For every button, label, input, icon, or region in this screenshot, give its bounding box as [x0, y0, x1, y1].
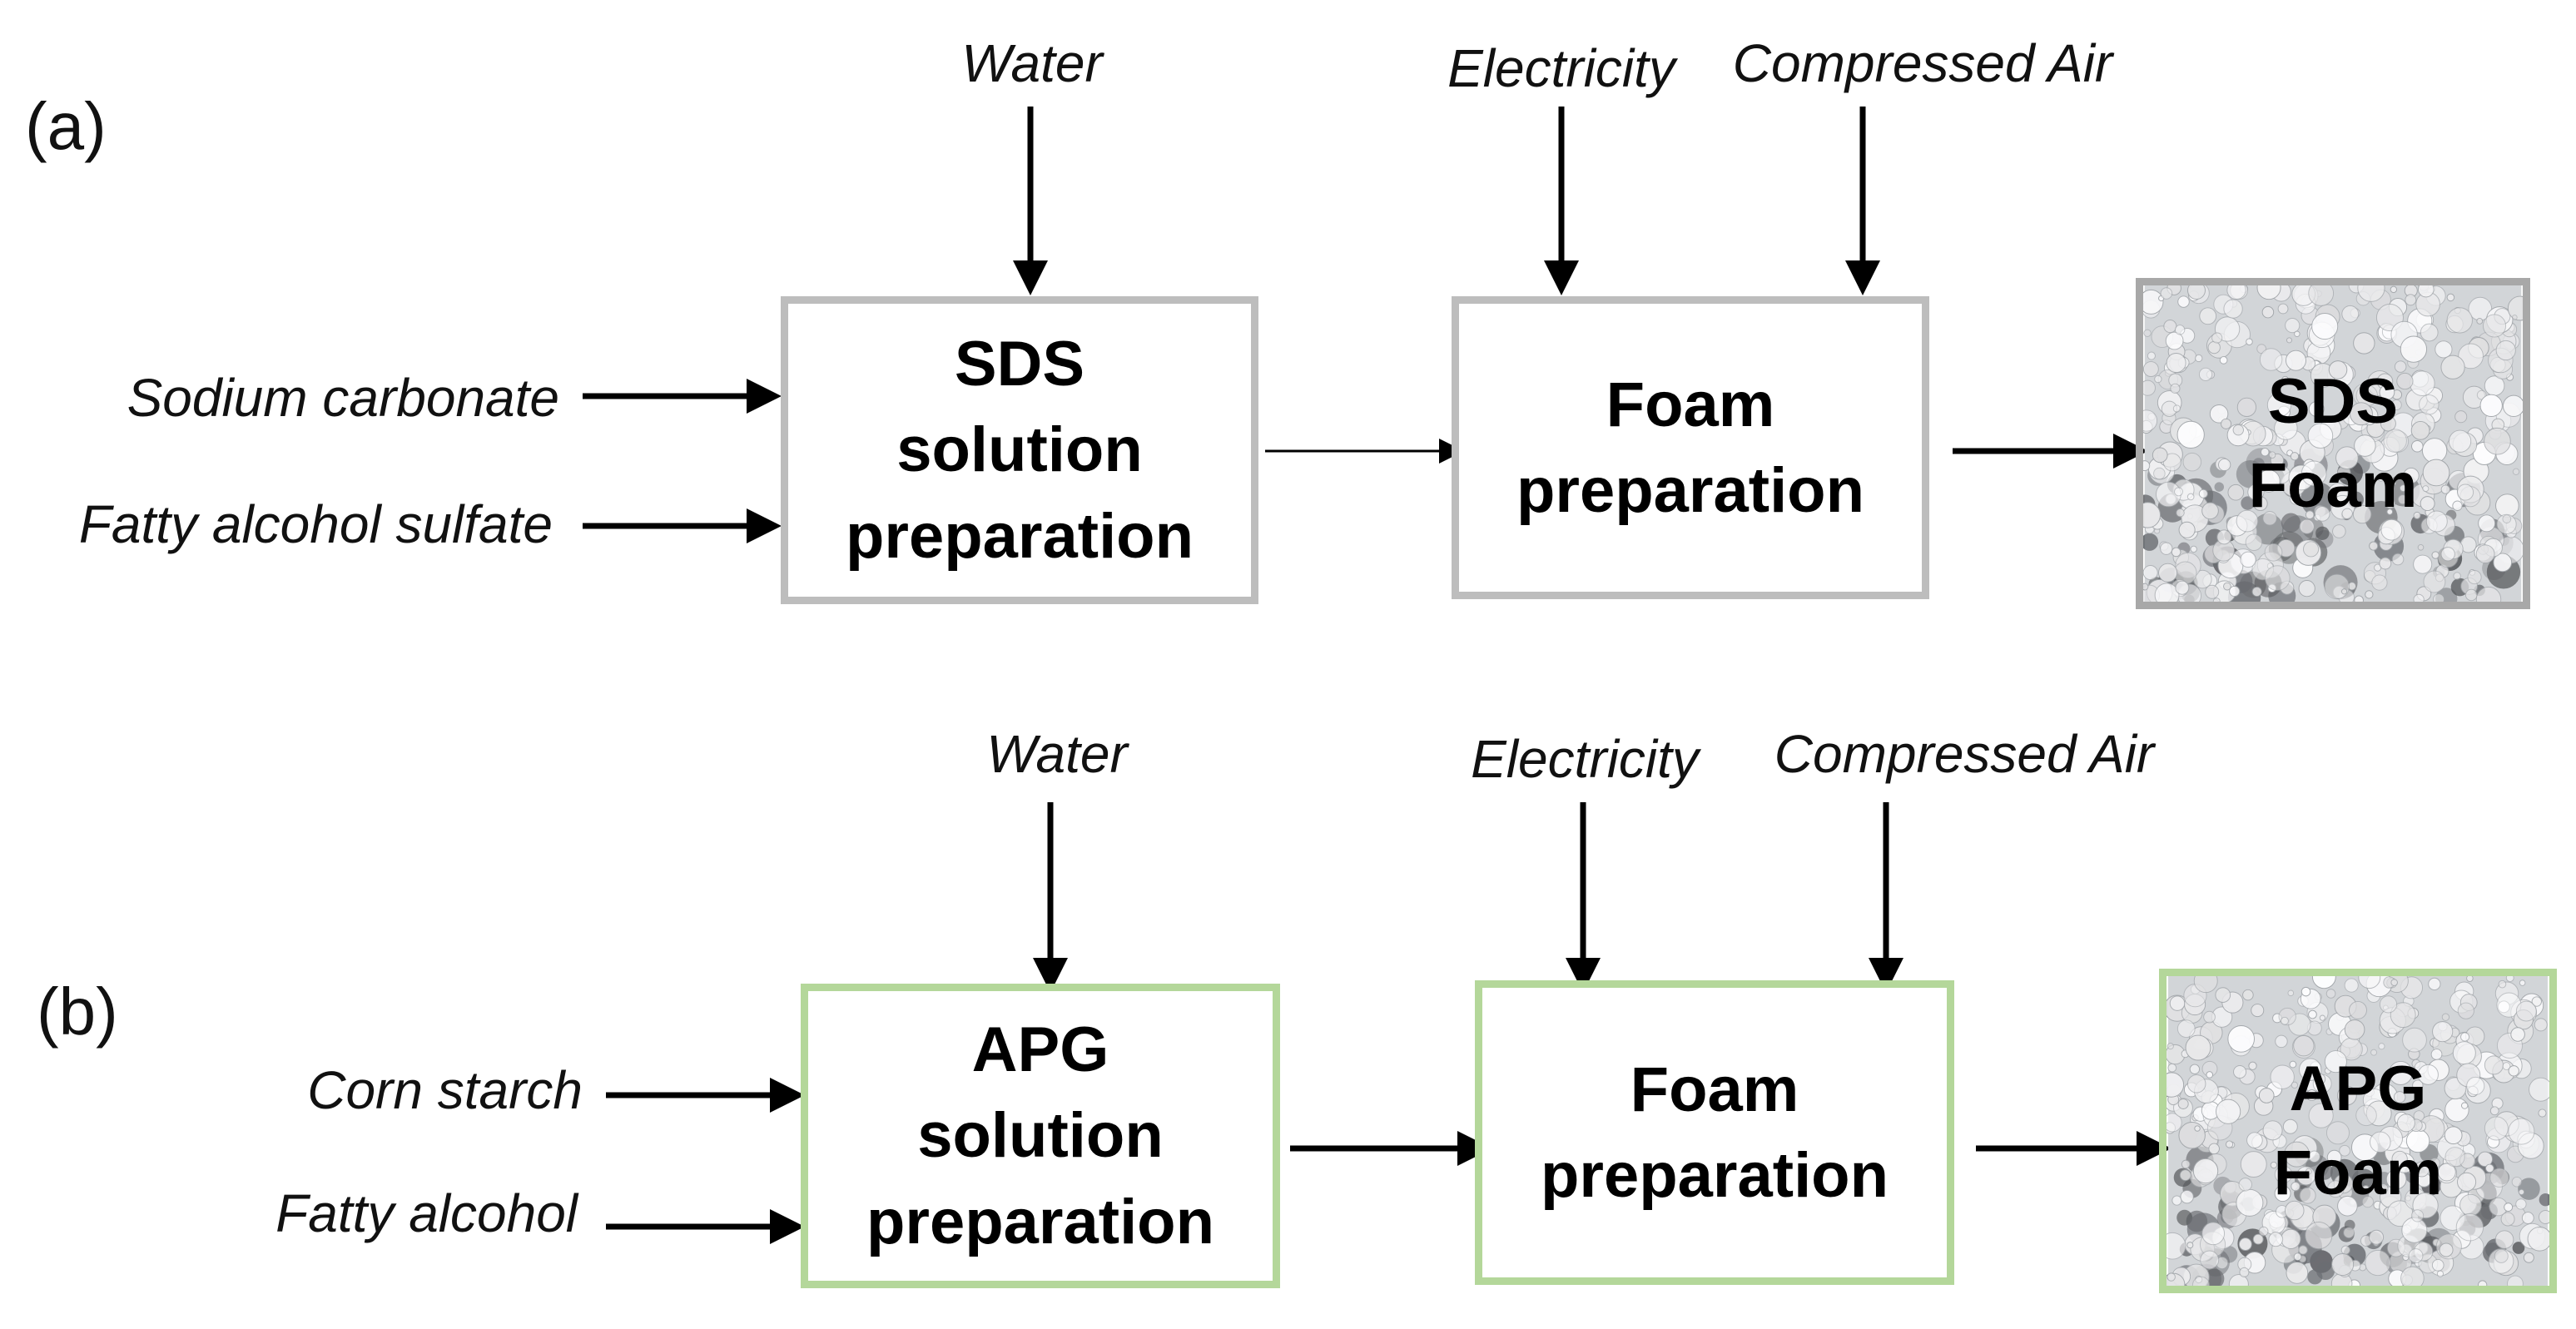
foam-preparation-box-b: Foam preparation	[1475, 980, 1954, 1285]
foam-preparation-text-a: Foam preparation	[1516, 369, 1865, 526]
electricity-label-b: Electricity	[1471, 729, 1699, 789]
water-label-b: Water	[986, 724, 1128, 784]
water-label-a: Water	[961, 33, 1103, 93]
apg-foam-product: APG Foam	[2159, 969, 2557, 1293]
solution-preparation-box-b: APG solution preparation	[801, 984, 1280, 1288]
foam-preparation-text-b: Foam preparation	[1540, 1054, 1889, 1211]
input-label-fatty-alcohol: Fatty alcohol	[275, 1183, 578, 1243]
input-label-sodium-carbonate: Sodium carbonate	[127, 368, 559, 428]
panel-label-a: (a)	[25, 89, 107, 163]
electricity-label-a: Electricity	[1447, 38, 1675, 98]
solution-preparation-box-a: SDS solution preparation	[781, 296, 1258, 604]
sds-foam-label: SDS Foam	[2248, 365, 2418, 521]
solution-preparation-text-b: APG solution preparation	[866, 1014, 1215, 1257]
compressed-air-label-a: Compressed Air	[1732, 33, 2113, 93]
foam-texture-a	[2143, 285, 2523, 602]
input-label-fatty-alcohol-sulfate: Fatty alcohol sulfate	[78, 494, 553, 554]
foam-preparation-box-a: Foam preparation	[1452, 296, 1929, 599]
apg-foam-label: APG Foam	[2273, 1053, 2443, 1208]
sds-foam-product: SDS Foam	[2136, 278, 2530, 609]
foam-texture-b	[2167, 976, 2549, 1286]
input-label-corn-starch: Corn starch	[307, 1060, 583, 1120]
compressed-air-label-b: Compressed Air	[1774, 724, 2155, 784]
panel-label-b: (b)	[37, 974, 118, 1049]
solution-preparation-text-a: SDS solution preparation	[845, 328, 1194, 572]
